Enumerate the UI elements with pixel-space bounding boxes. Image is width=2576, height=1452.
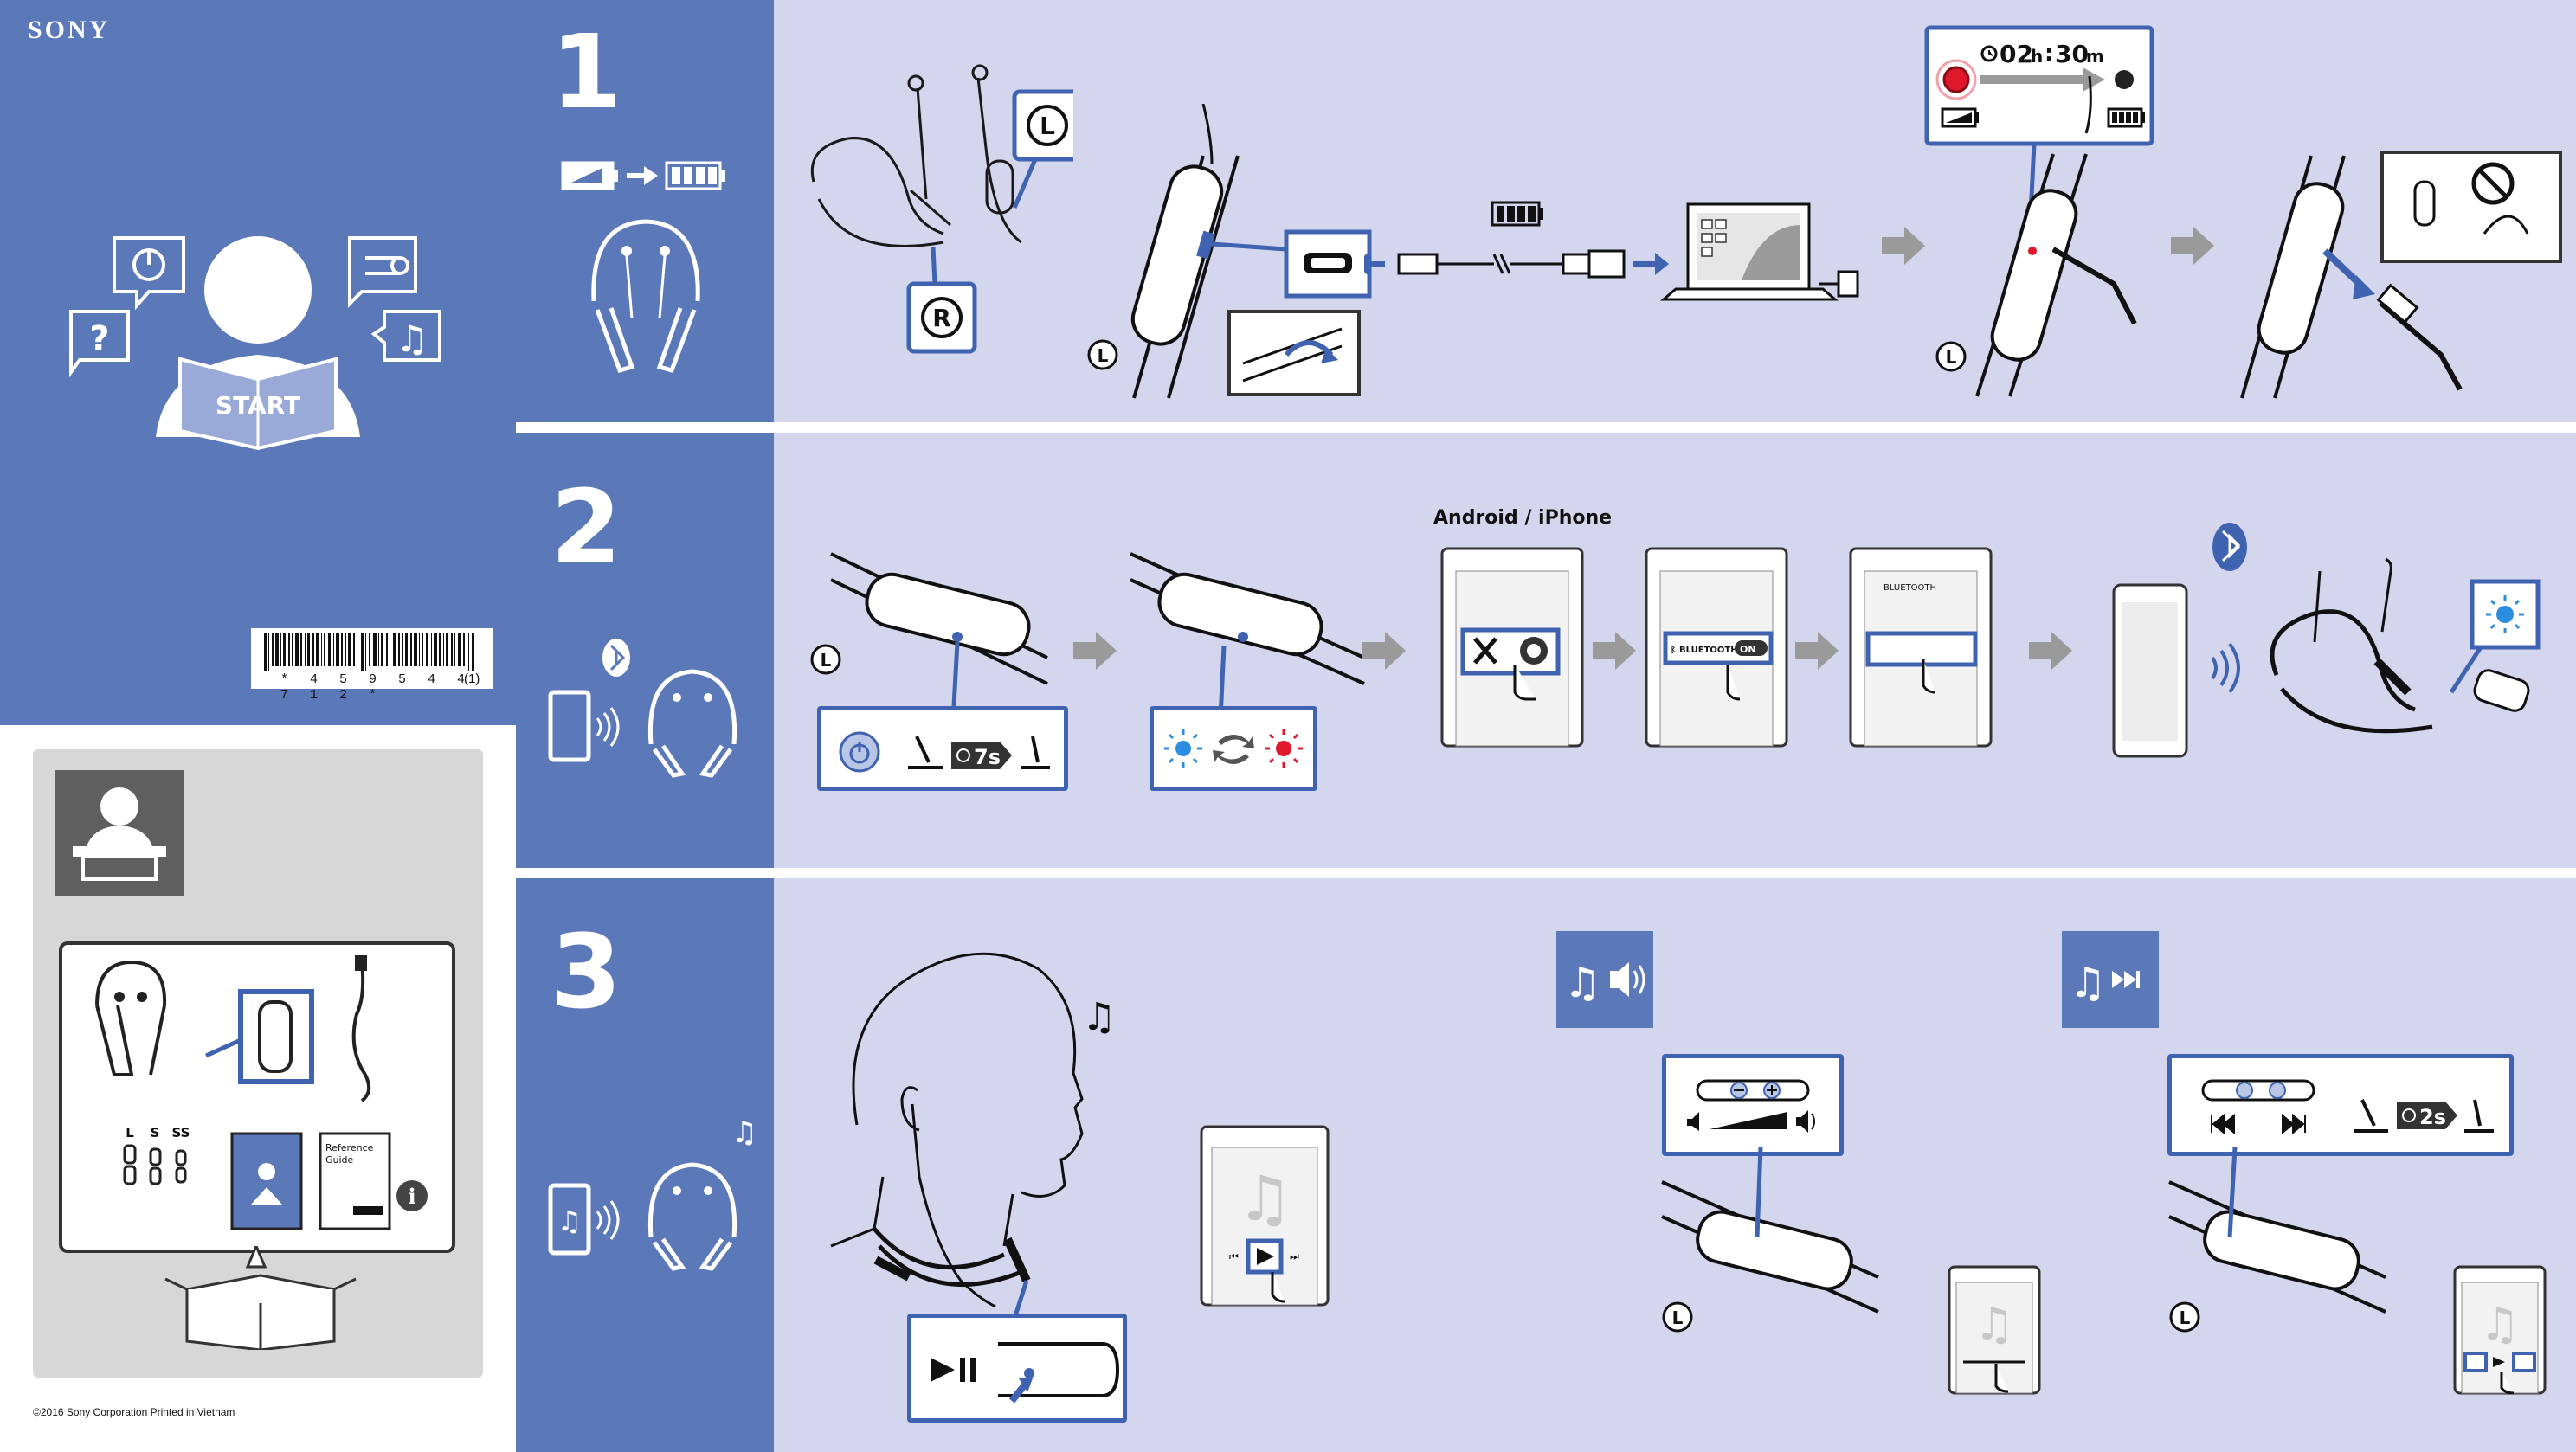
- unit-side-label-1: L: [1098, 345, 1109, 366]
- play-pause-callout: [907, 1314, 1127, 1423]
- charge-separator: :: [2045, 41, 2053, 67]
- svg-text:♫: ♫: [1237, 1162, 1293, 1235]
- start-label: START: [216, 391, 300, 420]
- start-reader-illustration: START ? ♫: [69, 236, 441, 451]
- phone-bluetooth-on-screen: ᛒ BLUETOOTH ON: [1645, 547, 1788, 748]
- paired-phone-headset-illustration: [2112, 523, 2541, 758]
- step-number-1: 1: [551, 12, 622, 132]
- barcode-caption: * 4 5 9 5 4 4 7 1 2 *: [280, 672, 473, 703]
- info-icon: i: [408, 1184, 415, 1209]
- step-column: [516, 0, 774, 1452]
- svg-text:⏮: ⏮: [1229, 1250, 1239, 1262]
- cable-bubble-icon: [348, 236, 417, 308]
- bluetooth-screen-header: BLUETOOTH: [1884, 583, 1936, 593]
- next-arrow-6: [1795, 632, 1839, 670]
- unpack-icon: [55, 770, 184, 896]
- step-number-2: 2: [551, 467, 622, 587]
- step1-neckband-illustration: L R: [810, 64, 1073, 354]
- barcode-block: * 4 5 9 5 4 4 7 1 2 * (1): [251, 628, 493, 703]
- charge-hours: 02: [2000, 40, 2033, 68]
- phone-settings-screen: [1440, 547, 1584, 748]
- svg-text:♫: ♫: [2480, 1299, 2521, 1351]
- next-arrow-3: [1073, 632, 1117, 670]
- svg-text:ᛒ: ᛒ: [1671, 645, 1676, 655]
- svg-text:♫: ♫: [557, 1205, 583, 1237]
- phone-skip-screen: ♫: [2453, 1265, 2547, 1395]
- unit-side-label-step2: L: [821, 650, 832, 671]
- divider-2: [516, 868, 2576, 878]
- earbud-right-label: R: [932, 304, 951, 332]
- svg-text:L: L: [1946, 347, 1957, 368]
- ear-tip-l: [123, 1144, 137, 1185]
- ear-tip-ss: [175, 1149, 187, 1184]
- usb-cable-laptop-illustration: [1364, 201, 1859, 301]
- phone-volume-screen: ♫: [1948, 1265, 2041, 1395]
- earbud-left-label: L: [1040, 112, 1055, 140]
- step2-led-unit-illustration: [1130, 552, 1365, 718]
- charge-minutes: 30: [2055, 40, 2089, 68]
- step1-unit-port-illustration: L: [1087, 104, 1372, 399]
- ear-tip-s: [149, 1147, 162, 1185]
- tip-size-l: L: [126, 1125, 134, 1140]
- headset-icon-step1: [591, 219, 700, 374]
- unplug-illustration: [2240, 151, 2562, 399]
- track-skip-section-icon: ♫: [2062, 931, 2159, 1028]
- volume-callout: [1662, 1054, 1844, 1156]
- question-bubble-icon: ?: [69, 310, 130, 378]
- phone-bluetooth-list-screen: BLUETOOTH: [1849, 547, 1993, 748]
- volume-section-icon: ♫: [1556, 931, 1653, 1028]
- volume-unit-illustration: L: [1661, 1147, 1879, 1333]
- phone-music-icon-step3: ♫ ♫: [548, 1115, 757, 1271]
- bluetooth-on-label: ON: [1740, 644, 1756, 655]
- step-number-3: 3: [551, 912, 622, 1031]
- listener-head-illustration: ♫: [830, 952, 1116, 1325]
- reference-guide-title: Reference: [325, 1142, 374, 1153]
- svg-text:♫: ♫: [731, 1115, 757, 1150]
- power-bubble-icon: [113, 236, 185, 311]
- platform-label: Android / iPhone: [1433, 507, 1613, 529]
- led-indicator-callout: [1150, 706, 1317, 791]
- music-bubble-icon: ♫: [370, 310, 441, 362]
- next-arrow-5: [1593, 632, 1636, 670]
- svg-text:♫: ♫: [1974, 1299, 2015, 1351]
- svg-text:♫: ♫: [1563, 959, 1600, 1007]
- next-arrow-7: [2029, 632, 2072, 670]
- package-contents-illustration: L S SS Reference Guide i: [95, 955, 428, 1230]
- skip-unit-illustration: L: [2168, 1147, 2386, 1333]
- svg-text:♫: ♫: [396, 318, 428, 360]
- svg-text:♫: ♫: [2069, 959, 2106, 1007]
- svg-text:?: ?: [89, 319, 109, 359]
- phone-bluetooth-icon-step2: [548, 639, 737, 778]
- next-arrow-1: [1882, 227, 1925, 265]
- unit-side-skip: L: [2180, 1307, 2191, 1328]
- charging-indicator-callout: 02 h : 30 m: [1924, 25, 2154, 397]
- tip-size-ss: SS: [172, 1125, 190, 1140]
- reference-guide-title-2: Guide: [325, 1154, 354, 1166]
- next-arrow-2: [2171, 227, 2214, 265]
- barcode-suffix: (1): [464, 671, 480, 686]
- track-skip-callout: 2s: [2167, 1054, 2514, 1156]
- charge-minutes-unit: m: [2086, 46, 2104, 67]
- unit-side-badge-2: L: [1935, 341, 1967, 372]
- phone-play-screen: ♫ ⏮ ⏭: [1200, 1125, 1330, 1307]
- open-box-icon: [164, 1246, 357, 1350]
- svg-text:♫: ♫: [1082, 995, 1116, 1039]
- battery-charge-icon: [561, 161, 725, 190]
- svg-text:⏭: ⏭: [1290, 1250, 1299, 1262]
- unit-side-volume: L: [1672, 1307, 1684, 1328]
- sony-logo: SONY: [28, 16, 111, 44]
- tip-size-s: S: [151, 1125, 160, 1140]
- next-arrow-4: [1362, 632, 1406, 670]
- divider-1: [516, 422, 2576, 433]
- hold-seconds-power: 7s: [974, 745, 1001, 769]
- copyright-footer: ©2016 Sony Corporation Printed in Vietna…: [33, 1406, 235, 1418]
- bluetooth-setting-label: BLUETOOTH: [1679, 646, 1738, 655]
- step2-power-unit-illustration: L: [810, 552, 1048, 707]
- power-hold-callout: 7s: [817, 706, 1068, 791]
- charge-hours-unit: h: [2031, 46, 2043, 67]
- barcode-icon: [264, 633, 474, 671]
- hold-seconds-skip: 2s: [2419, 1105, 2446, 1129]
